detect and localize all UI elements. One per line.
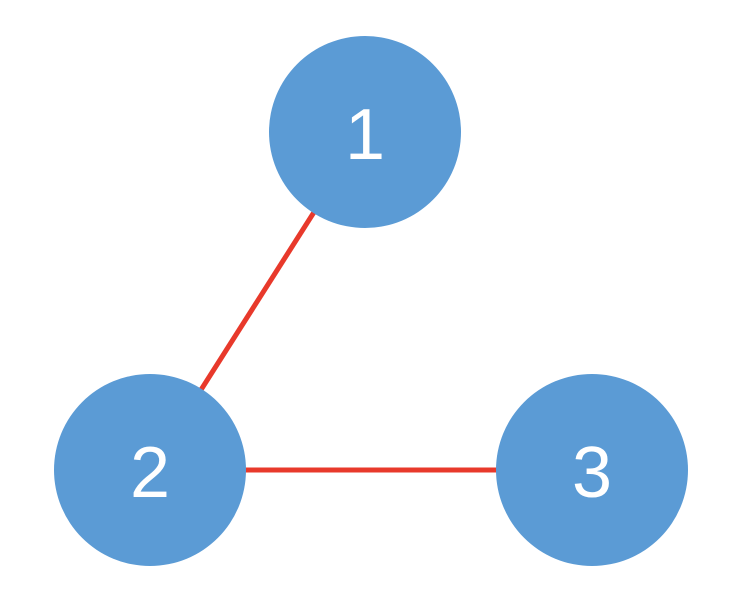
graph-node-2[interactable]: 2 [54, 374, 246, 566]
node-circle-3[interactable] [496, 374, 688, 566]
node-circle-2[interactable] [54, 374, 246, 566]
nodes-layer: 12 3 [54, 36, 688, 566]
graph-node-3[interactable]: 3 [496, 374, 688, 566]
graph-node-1[interactable]: 1 [269, 36, 461, 228]
node-circle-1[interactable] [269, 36, 461, 228]
